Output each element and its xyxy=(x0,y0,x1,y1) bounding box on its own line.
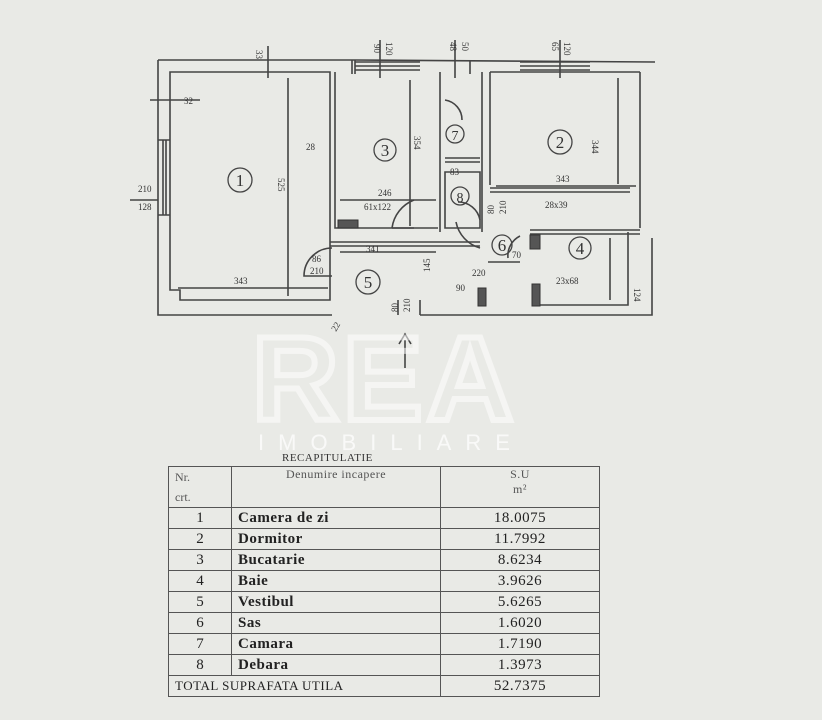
dim-label: 124 xyxy=(632,288,642,302)
room-number-3: 3 xyxy=(381,141,390,160)
dim-label: 344 xyxy=(590,140,600,154)
row-name: Sas xyxy=(231,612,441,634)
dim-label: 90 xyxy=(372,44,382,54)
row-su: 1.3973 xyxy=(440,654,600,676)
dim-label: 90 xyxy=(456,283,466,293)
dim-label: 32 xyxy=(184,96,193,106)
row-name: Camara xyxy=(231,633,441,655)
dim-label: 120 xyxy=(562,42,572,56)
dim-label: 246 xyxy=(378,188,392,198)
dim-label: 28x39 xyxy=(545,200,568,210)
dim-label: 210 xyxy=(402,298,412,312)
room-number-1: 1 xyxy=(236,171,245,190)
row-nr: 8 xyxy=(168,654,232,676)
table-header-row: Nr. crt. Denumire incapere S.U m² xyxy=(168,466,600,508)
row-nr: 1 xyxy=(168,507,232,529)
row-name: Debara xyxy=(231,654,441,676)
dim-label: 61x122 xyxy=(364,202,391,212)
row-name: Camera de zi xyxy=(231,507,441,529)
header-name: Denumire incapere xyxy=(231,466,441,508)
dim-label: 23x68 xyxy=(556,276,579,286)
dim-label: 48 xyxy=(448,42,458,52)
row-su: 5.6265 xyxy=(440,591,600,613)
dim-label: 145 xyxy=(422,258,432,272)
row-name: Baie xyxy=(231,570,441,592)
dim-label: 343 xyxy=(556,174,570,184)
dim-label: 210 xyxy=(498,200,508,214)
row-su: 11.7992 xyxy=(440,528,600,550)
dim-label: 80 xyxy=(390,303,400,313)
dim-label: 128 xyxy=(138,202,152,212)
room-number-4: 4 xyxy=(576,239,585,258)
header-nr-line1: Nr. xyxy=(175,470,190,484)
room-number-2: 2 xyxy=(556,133,565,152)
dim-label: 120 xyxy=(384,42,394,56)
room-number-6: 6 xyxy=(498,236,507,255)
header-nr-line2: crt. xyxy=(175,490,191,504)
total-value: 52.7375 xyxy=(440,675,600,697)
row-su: 8.6234 xyxy=(440,549,600,571)
row-su: 1.7190 xyxy=(440,633,600,655)
room-number-7: 7 xyxy=(452,129,459,144)
header-nr: Nr. crt. xyxy=(168,466,232,508)
row-name: Dormitor xyxy=(231,528,441,550)
dim-label: 50 xyxy=(460,42,470,52)
dim-label: 220 xyxy=(472,268,486,278)
row-nr: 4 xyxy=(168,570,232,592)
dim-label: 83 xyxy=(450,167,460,177)
dim-label: 22 xyxy=(329,320,342,333)
dim-label: 80 xyxy=(486,205,496,215)
total-row: TOTAL SUPRAFATA UTILA 52.7375 xyxy=(168,675,600,697)
row-nr: 5 xyxy=(168,591,232,613)
dim-label: 33 xyxy=(254,50,264,60)
row-nr: 3 xyxy=(168,549,232,571)
room-number-5: 5 xyxy=(364,273,373,292)
row-nr: 7 xyxy=(168,633,232,655)
dim-label: 341 xyxy=(366,244,380,254)
row-nr: 6 xyxy=(168,612,232,634)
dim-label: 86 xyxy=(312,254,322,264)
dim-label: 70 xyxy=(512,250,522,260)
dim-label: 343 xyxy=(234,276,248,286)
dim-label: 210 xyxy=(310,266,324,276)
dim-label: 28 xyxy=(306,142,316,152)
row-name: Bucatarie xyxy=(231,549,441,571)
total-label: TOTAL SUPRAFATA UTILA xyxy=(168,675,441,697)
row-su: 1.6020 xyxy=(440,612,600,634)
watermark-logo: REA xyxy=(252,312,517,446)
header-su: S.U m² xyxy=(440,466,600,508)
dim-label: 65 xyxy=(550,42,560,52)
dim-label: 210 xyxy=(138,184,152,194)
row-su: 3.9626 xyxy=(440,570,600,592)
header-su-line1: S.U xyxy=(510,467,530,481)
dim-label: 354 xyxy=(412,136,422,150)
row-name: Vestibul xyxy=(231,591,441,613)
room-number-8: 8 xyxy=(457,191,464,206)
row-su: 18.0075 xyxy=(440,507,600,529)
dim-label: 525 xyxy=(276,178,286,192)
watermark-subtitle: IMOBILIARE xyxy=(258,430,524,450)
recap-title: RECAPITULATIE xyxy=(282,452,373,464)
header-su-line2: m² xyxy=(513,482,527,496)
floor-plan: 1 2 3 4 5 6 7 8 33 32 210 128 525 343 28… xyxy=(130,40,656,450)
row-nr: 2 xyxy=(168,528,232,550)
